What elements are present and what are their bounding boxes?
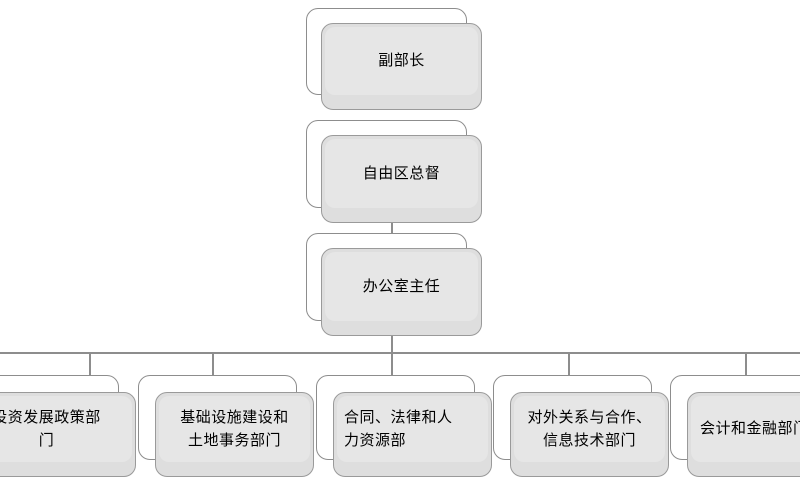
node-label: 副部长 xyxy=(378,51,425,70)
node-label: 会计和金融部门 xyxy=(700,419,800,438)
card-inner-panel xyxy=(325,139,478,208)
node-dept-infrastructure-and-land-affairs[interactable]: 基础设施建设和 土地事务部门 xyxy=(138,375,314,477)
card-front[interactable]: 办公室主任 xyxy=(321,248,482,336)
node-dept-contract-legal-hr[interactable]: 合同、法律和人 力资源部 xyxy=(316,375,492,477)
card-front[interactable]: 会计和金融部门 xyxy=(687,392,800,477)
node-office-director[interactable]: 办公室主任 xyxy=(306,233,482,336)
node-label: 自由区总督 xyxy=(362,163,441,182)
node-label: 基础设施建设和 土地事务部门 xyxy=(180,407,289,449)
node-dept-foreign-relations-and-it[interactable]: 对外关系与合作、 信息技术部门 xyxy=(493,375,669,477)
node-label: 投资发展政策部 门 xyxy=(0,407,101,449)
card-inner-panel xyxy=(325,252,478,321)
card-front[interactable]: 对外关系与合作、 信息技术部门 xyxy=(510,392,669,477)
card-inner-panel xyxy=(159,396,310,462)
connector-drop-dept-1 xyxy=(89,352,91,376)
node-label: 办公室主任 xyxy=(362,276,441,295)
node-label: 对外关系与合作、 信息技术部门 xyxy=(527,407,652,449)
card-inner-panel xyxy=(0,396,132,462)
connector-drop-dept-3 xyxy=(391,352,393,376)
card-inner-panel xyxy=(325,27,478,95)
connector-drop-dept-5 xyxy=(745,352,747,376)
node-free-zone-governor[interactable]: 自由区总督 xyxy=(306,120,482,223)
node-dept-investment-development-policy[interactable]: 投资发展政策部 门 xyxy=(0,375,136,477)
card-inner-panel xyxy=(337,396,488,462)
card-front[interactable]: 合同、法律和人 力资源部 xyxy=(333,392,492,477)
card-front[interactable]: 自由区总督 xyxy=(321,135,482,223)
connector-drop-dept-2 xyxy=(212,352,214,376)
node-deputy-minister[interactable]: 副部长 xyxy=(306,8,482,110)
card-front[interactable]: 基础设施建设和 土地事务部门 xyxy=(155,392,314,477)
connector-drop-dept-4 xyxy=(568,352,570,376)
node-dept-accounting-and-finance[interactable]: 会计和金融部门 xyxy=(670,375,800,477)
card-inner-panel xyxy=(691,396,800,462)
card-front[interactable]: 投资发展政策部 门 xyxy=(0,392,136,477)
node-label: 合同、法律和人 力资源部 xyxy=(344,407,453,449)
card-inner-panel xyxy=(514,396,665,462)
card-front[interactable]: 副部长 xyxy=(321,23,482,110)
connector-horizontal-bus xyxy=(0,352,800,354)
